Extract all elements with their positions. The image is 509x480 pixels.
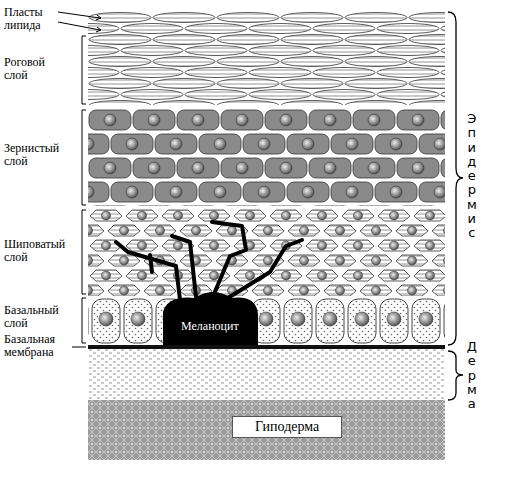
section-label: Эпидермис xyxy=(466,112,478,241)
layer-label: Базальный слой xyxy=(4,304,78,330)
node-text: Меланоцит xyxy=(181,319,239,334)
layer-label: Зернистый слой xyxy=(4,142,78,168)
layer-label: Роговой слой xyxy=(4,56,66,82)
hypodermis-box: Гиподерма xyxy=(232,416,342,438)
layer-label: Пласты липида xyxy=(4,6,60,32)
layer-label: Шиповатый слой xyxy=(4,238,78,264)
layer-label: Базальная мембрана xyxy=(4,333,70,359)
section-label: Дерма xyxy=(466,340,478,411)
melanocyte-cell: Меланоцит xyxy=(177,317,243,336)
node-text: Гиподерма xyxy=(255,419,319,435)
